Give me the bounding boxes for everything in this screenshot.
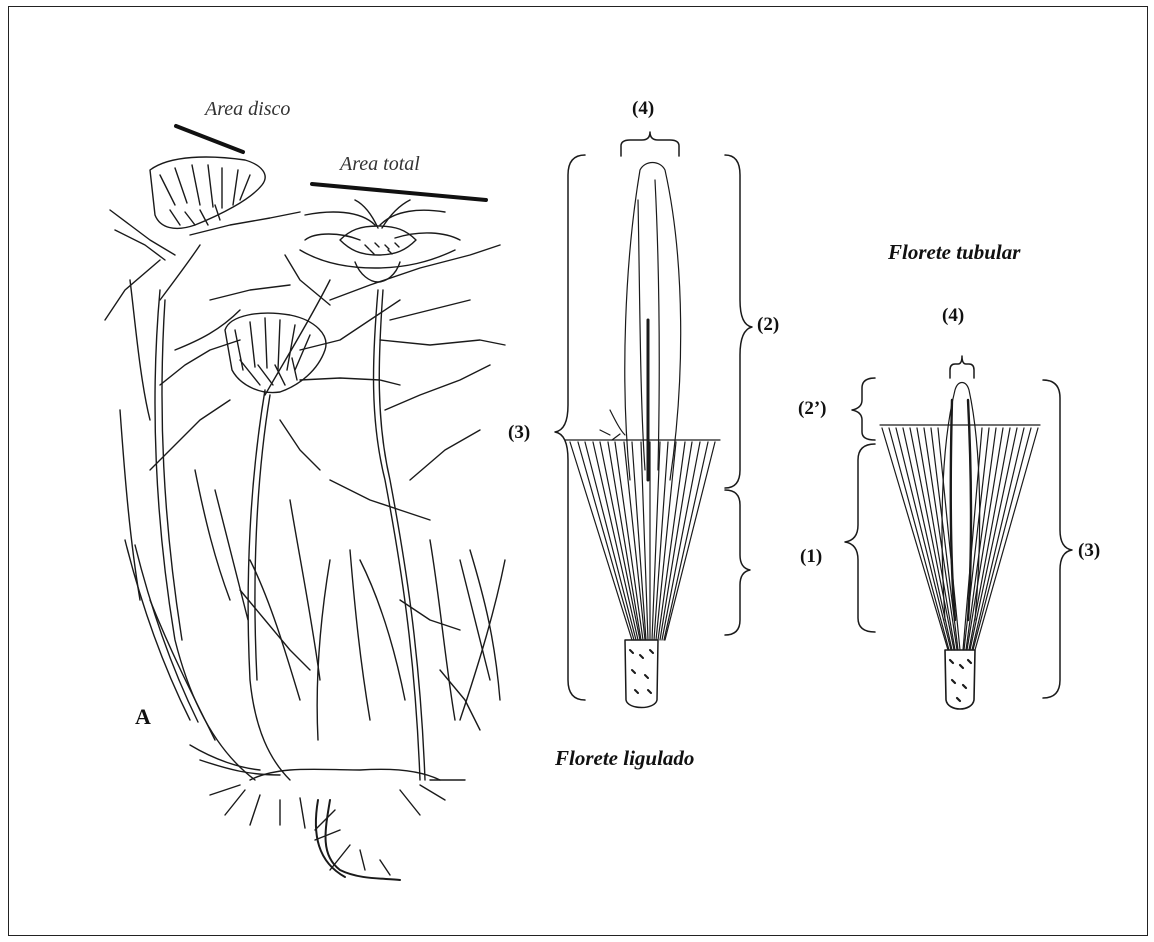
- tubular-brackets: [845, 356, 1072, 698]
- tubular-floret-drawing: [880, 383, 1040, 710]
- area-disco-bar: [176, 126, 243, 152]
- area-total-bar: [312, 184, 486, 200]
- tubular-upper-left-label: (2’): [798, 398, 826, 420]
- plant-letter-label: A: [135, 704, 151, 730]
- ligulate-top-label: (4): [632, 98, 654, 120]
- florete-ligulado-title: Florete ligulado: [555, 746, 694, 771]
- florete-tubular-title: Florete tubular: [888, 240, 1020, 265]
- tubular-right-label: (3): [1078, 540, 1100, 562]
- tubular-top-label: (4): [942, 305, 964, 327]
- ligulate-floret-drawing: [565, 163, 720, 708]
- tubular-lower-left-label: (1): [800, 546, 822, 568]
- ligulate-left-label: (3): [508, 422, 530, 444]
- plant-drawing: [105, 157, 505, 880]
- area-total-label: Area total: [340, 153, 420, 176]
- area-disco-label: Area disco: [205, 98, 290, 121]
- ligulate-right-label: (2): [757, 314, 779, 336]
